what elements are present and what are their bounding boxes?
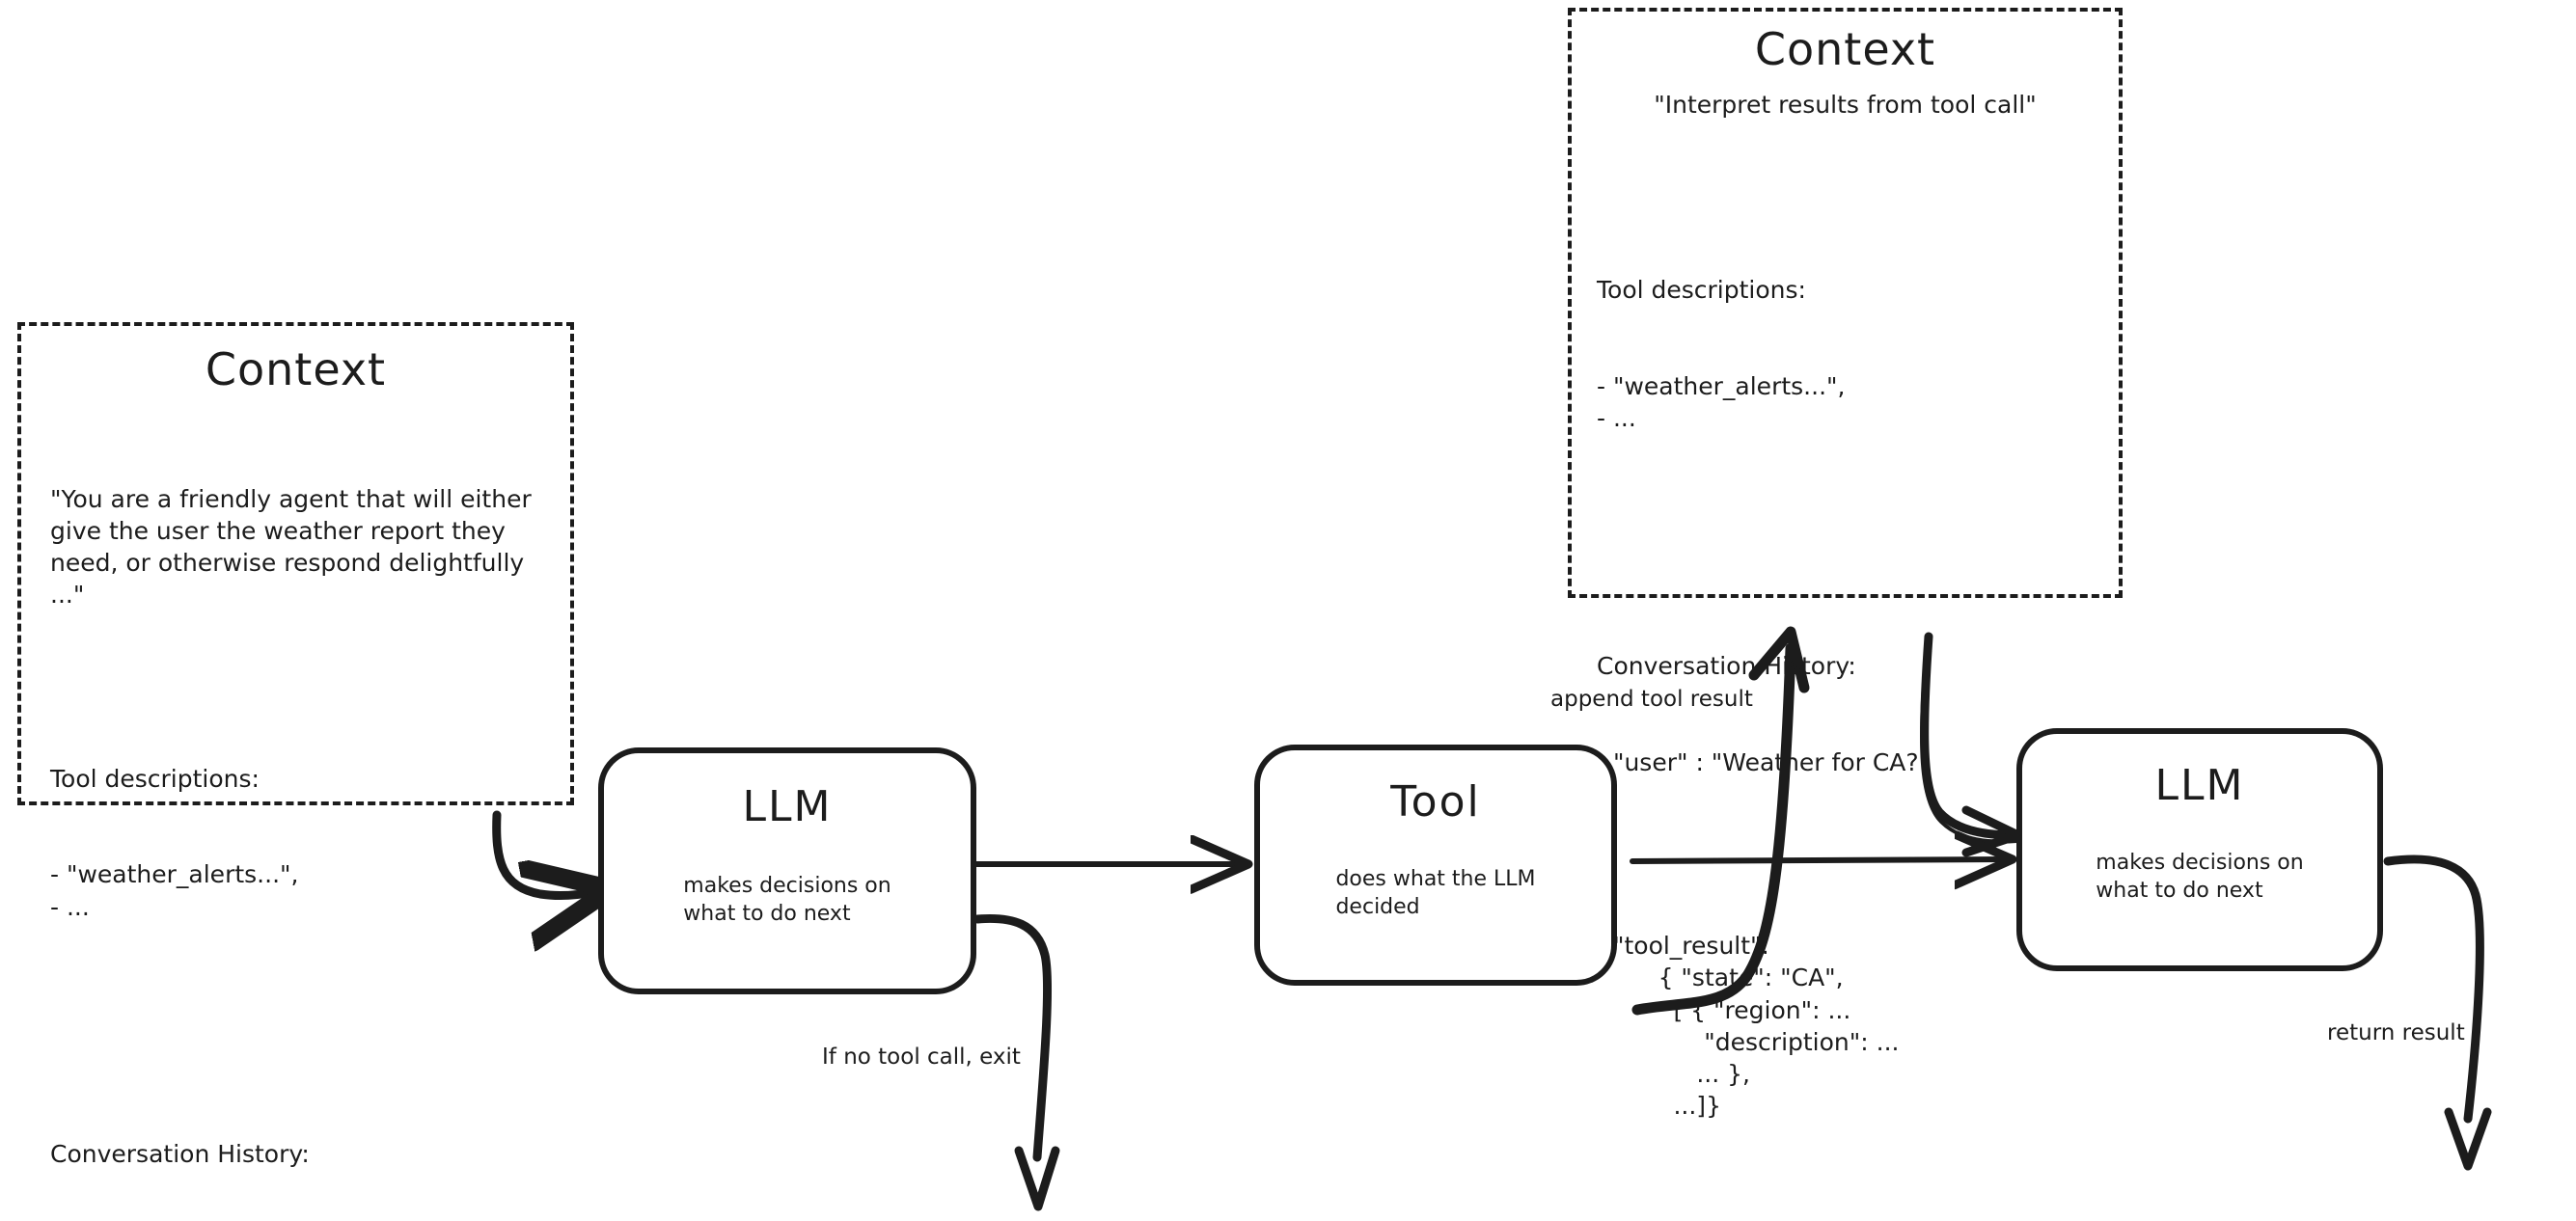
context-right-tool-result: - "tool_result": { "state": "CA", [ { "r… [1597, 932, 1900, 1121]
context-left-title: Context [205, 343, 387, 395]
context-right-system-prompt: "Interpret results from tool call" [1654, 91, 2037, 119]
context-right-title: Context [1754, 23, 1936, 75]
node-llm-second-title: LLM [2154, 761, 2245, 810]
context-right-conversation-heading: Conversation History: [1597, 652, 1856, 680]
edge-label-append-tool-result: append tool result [1550, 687, 1753, 712]
edge-return-result-arrowhead [2444, 1107, 2492, 1171]
context-right-conversation: Conversation History: - "user" : "Weathe… [1597, 586, 2094, 843]
node-llm-first-subtitle: makes decisions on what to do next [683, 874, 891, 927]
edge-return-result [2383, 855, 2484, 1124]
context-left-tool-descriptions-heading: Tool descriptions: [50, 764, 260, 793]
node-llm-first[interactable]: LLM makes decisions on what to do next [598, 747, 976, 994]
context-right-body: Tool descriptions: - "weather_alerts..."… [1597, 146, 2094, 1186]
context-right-tool-descriptions-heading: Tool descriptions: [1597, 276, 1806, 305]
context-left-system-prompt: "You are a friendly agent that will eith… [50, 484, 539, 610]
context-left-conversation-heading: Conversation History: [50, 1140, 310, 1169]
node-llm-second[interactable]: LLM makes decisions on what to do next [2016, 728, 2383, 971]
context-box-right: Context "Interpret results from tool cal… [1568, 8, 2123, 1120]
node-llm-second-subtitle: makes decisions on what to do next [2096, 851, 2304, 904]
node-tool-title: Tool [1390, 777, 1481, 827]
context-right-tool-descriptions-items: - "weather_alerts...", - ... [1597, 372, 1846, 433]
context-left-tool-descriptions: Tool descriptions: - "weather_alerts..."… [50, 698, 541, 987]
context-left-tool-descriptions-items: - "weather_alerts...", - ... [50, 860, 299, 921]
edge-label-return-result: return result [2327, 1020, 2465, 1045]
edge-llm-exit [973, 913, 1053, 1162]
node-tool[interactable]: Tool does what the LLM decided [1254, 745, 1617, 986]
context-left-body: "You are a friendly agent that will eith… [50, 419, 541, 1221]
edge-llm-exit-arrowhead [1014, 1146, 1060, 1211]
context-right-tool-descriptions: Tool descriptions: - "weather_alerts..."… [1597, 210, 2094, 499]
node-llm-first-title: LLM [742, 782, 833, 831]
context-left-conversation: Conversation History: - "user" : "Weathe… [50, 1074, 541, 1221]
context-box-left: Context "You are a friendly agent that w… [17, 322, 574, 1168]
edge-label-exit: If no tool call, exit [822, 1045, 1021, 1070]
node-tool-subtitle: does what the LLM decided [1335, 867, 1536, 920]
